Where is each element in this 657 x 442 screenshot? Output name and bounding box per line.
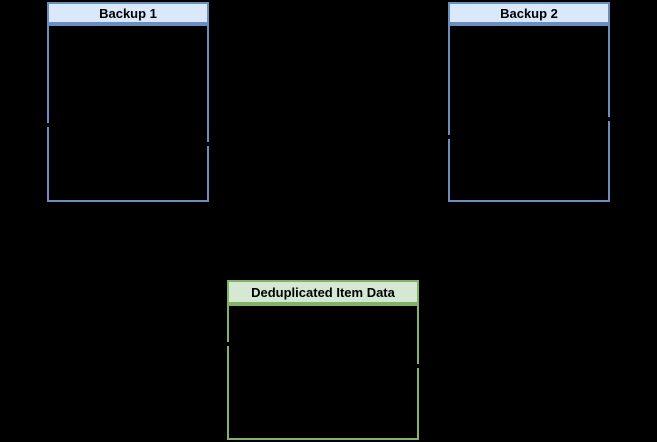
connector-tick [607, 117, 613, 121]
backup-2-container: Backup 2 [448, 2, 610, 202]
deduplicated-item-data-body [227, 304, 419, 440]
backup-1-container: Backup 1 [47, 2, 209, 202]
deduplicated-item-data-title: Deduplicated Item Data [251, 284, 395, 300]
backup-1-body [47, 24, 209, 202]
backup-1-title: Backup 1 [99, 5, 157, 21]
backup-2-body [448, 24, 610, 202]
backup-2-header: Backup 2 [448, 2, 610, 24]
backup-1-header: Backup 1 [47, 2, 209, 24]
connector-tick [416, 364, 422, 368]
backup-2-title: Backup 2 [500, 5, 558, 21]
connector-tick [44, 123, 50, 127]
connector-tick [224, 342, 230, 346]
deduplicated-item-data-container: Deduplicated Item Data [227, 280, 419, 440]
deduplicated-item-data-header: Deduplicated Item Data [227, 280, 419, 304]
connector-tick [205, 142, 211, 146]
connector-tick [445, 135, 451, 139]
